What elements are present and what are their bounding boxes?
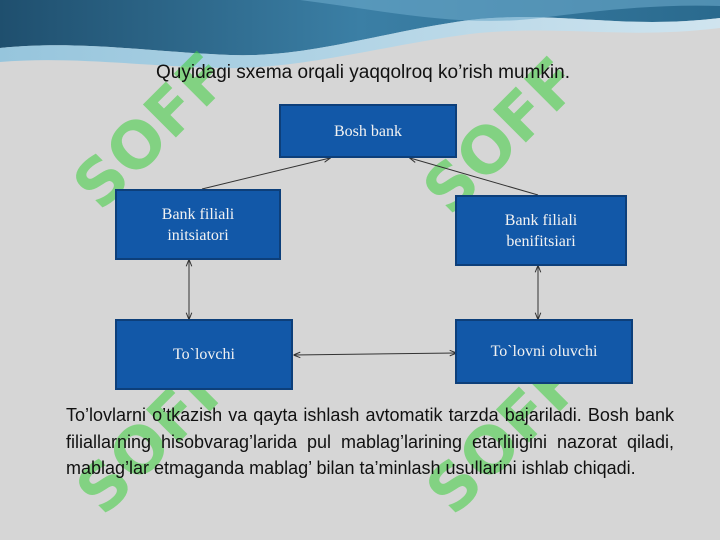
edge-payer-receiver: [294, 353, 456, 355]
node-head-bank: Bosh bank: [279, 104, 457, 158]
edge-initiator-to-head: [201, 158, 330, 190]
node-initiator-branch: Bank filiali initsiatori: [115, 189, 281, 260]
body-paragraph: To’lovlarni o’tkazish va qayta ishlash a…: [66, 405, 674, 478]
node-receiver: To`lovni oluvchi: [455, 319, 633, 384]
edge-beneficiary-to-head: [410, 158, 539, 196]
node-beneficiary-branch: Bank filiali benifitsiari: [455, 195, 627, 266]
slide-title: Quyidagi sxema orqali yaqqolroq ko’rish …: [156, 62, 570, 83]
node-payer: To`lovchi: [115, 319, 293, 390]
